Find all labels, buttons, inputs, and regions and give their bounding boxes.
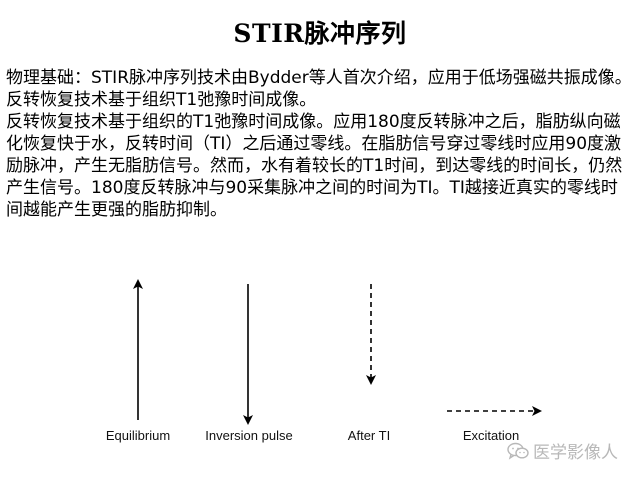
label-after-ti: After TI [348, 428, 390, 443]
label-excitation: Excitation [463, 428, 519, 443]
label-equilibrium: Equilibrium [106, 428, 170, 443]
wechat-icon [507, 442, 529, 460]
description-paragraph: 物理基础：STIR脉冲序列技术由Bydder等人首次介绍，应用于低场强磁共振成像… [6, 68, 632, 220]
page-title: STIR脉冲序列 [233, 19, 407, 48]
magnetization-diagram: Equilibrium Inversion pulse After TI Exc… [106, 279, 542, 443]
watermark: 医学影像人 [507, 438, 618, 463]
watermark-text: 医学影像人 [533, 443, 618, 463]
label-inversion-pulse: Inversion pulse [205, 428, 292, 443]
